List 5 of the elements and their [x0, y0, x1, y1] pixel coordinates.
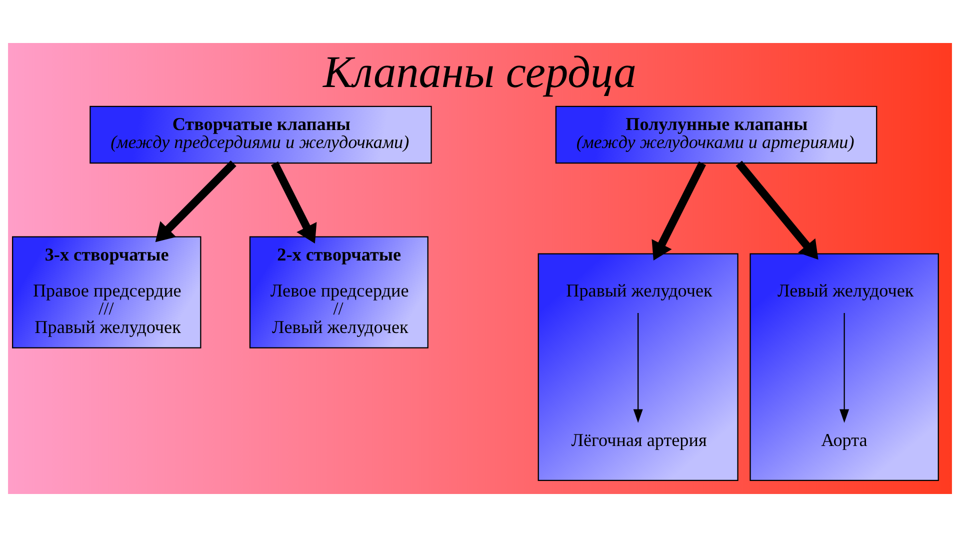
node-text: Аорта	[821, 430, 868, 450]
node-text: Лёгочная артерия	[571, 430, 707, 450]
node-text: Левый желудочек	[777, 280, 914, 301]
node-text: Правый желудочек	[566, 280, 712, 301]
diagram-title: Клапаны сердца	[323, 47, 636, 98]
